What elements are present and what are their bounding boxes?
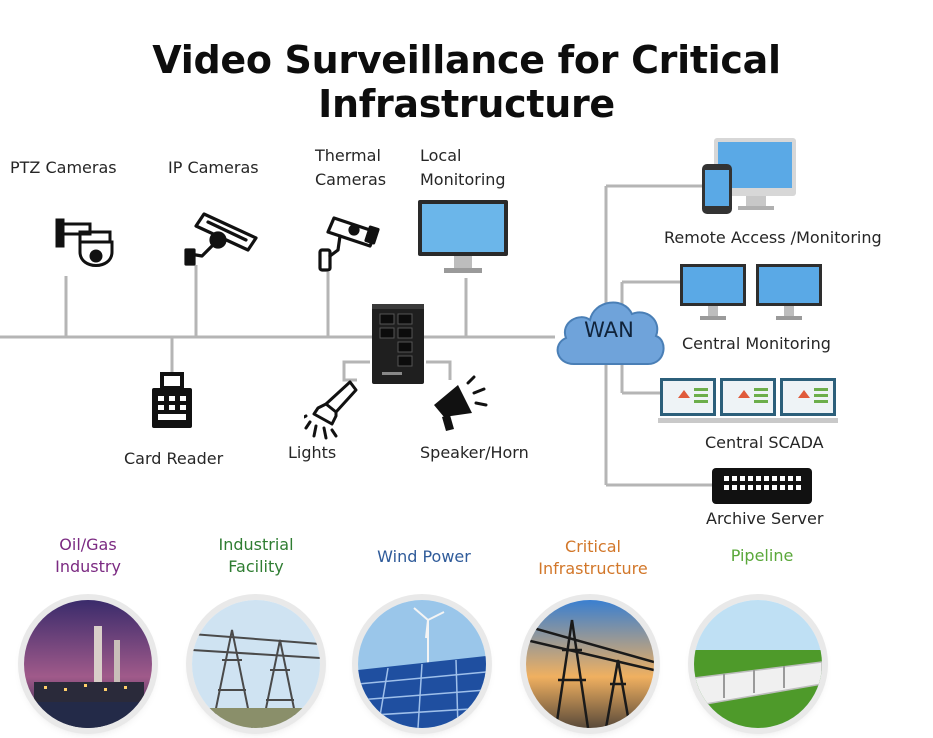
speaker-horn-icon bbox=[434, 375, 488, 431]
central-monitoring-icon bbox=[680, 264, 822, 320]
ip-camera-icon bbox=[184, 212, 258, 266]
wan-cloud-icon bbox=[556, 301, 665, 365]
industry-wind-power-label: Wind Power bbox=[364, 546, 484, 568]
remote-access-label: Remote Access /Monitoring bbox=[664, 228, 882, 247]
industry-label-line2: Infrastructure bbox=[538, 559, 648, 578]
industrial-switch bbox=[372, 304, 424, 384]
oil-gas-industry-image bbox=[24, 600, 152, 728]
industry-label-line1: Wind Power bbox=[377, 547, 471, 566]
central-scada-label: Central SCADA bbox=[705, 433, 824, 452]
industry-label-line2: Facility bbox=[228, 557, 284, 576]
wan-label: WAN bbox=[584, 318, 634, 342]
critical-infrastructure-image bbox=[526, 600, 654, 728]
ptz-camera-icon bbox=[55, 218, 114, 267]
industry-critical-infrastructure-label: Critical Infrastructure bbox=[526, 536, 660, 580]
central-scada-icon bbox=[658, 378, 838, 423]
central-monitoring-label: Central Monitoring bbox=[682, 334, 831, 353]
industry-industrial-facility-label: Industrial Facility bbox=[206, 534, 306, 578]
archive-server-label: Archive Server bbox=[706, 509, 824, 528]
speaker-horn-label: Speaker/Horn bbox=[420, 443, 529, 462]
industrial-facility-image bbox=[192, 600, 320, 728]
industry-pipeline-label: Pipeline bbox=[712, 545, 812, 567]
thermal-camera-icon bbox=[318, 216, 380, 272]
card-reader-icon bbox=[152, 372, 192, 428]
archive-server-icon bbox=[712, 468, 812, 504]
thermal-cameras-label-line1: Thermal bbox=[315, 146, 381, 165]
lights-label: Lights bbox=[288, 443, 337, 462]
industry-label-line1: Critical bbox=[565, 537, 621, 556]
remote-access-icon bbox=[702, 138, 796, 214]
industry-label-line2: Industry bbox=[55, 557, 121, 576]
thermal-cameras-label-line2: Cameras bbox=[315, 170, 387, 189]
pipeline-image bbox=[694, 600, 822, 728]
local-monitor-icon bbox=[418, 200, 508, 273]
industry-label-line1: Pipeline bbox=[730, 546, 794, 565]
lights-icon bbox=[304, 380, 358, 440]
ip-cameras-label: IP Cameras bbox=[168, 158, 259, 177]
ptz-cameras-label: PTZ Cameras bbox=[10, 158, 117, 177]
wind-power-image bbox=[358, 600, 486, 728]
industry-label-line1: Industrial bbox=[218, 535, 294, 554]
industry-label-line1: Oil/Gas bbox=[59, 535, 117, 554]
page-title: Video Surveillance for Critical Infrastr… bbox=[152, 38, 781, 126]
local-monitoring-label-line2: Monitoring bbox=[420, 170, 506, 189]
local-monitoring-label-line1: Local bbox=[420, 146, 462, 165]
industry-oil-gas-label: Oil/Gas Industry bbox=[38, 534, 138, 578]
card-reader-label: Card Reader bbox=[124, 449, 224, 468]
